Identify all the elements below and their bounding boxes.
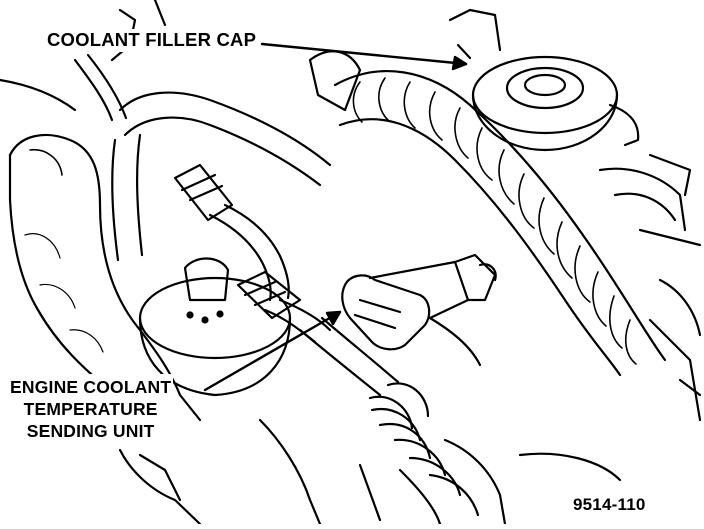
arrow-sending-unit bbox=[325, 310, 342, 326]
right-bracket bbox=[598, 153, 702, 422]
metal-tube bbox=[111, 91, 332, 262]
lower-tube bbox=[298, 316, 507, 526]
sending-unit-label: ENGINE COOLANT TEMPERATURE SENDING UNIT bbox=[8, 374, 174, 444]
filler-cap-drawing bbox=[448, 8, 640, 152]
sending-unit-label-line1: ENGINE COOLANT bbox=[10, 377, 172, 397]
arrow-filler-cap bbox=[451, 55, 468, 71]
leader-lines bbox=[203, 42, 468, 392]
figure-number: 9514-110 bbox=[571, 495, 648, 514]
corrugated-hose bbox=[308, 50, 667, 377]
wiring-connector bbox=[341, 253, 497, 367]
coolant-filler-cap-label: COOLANT FILLER CAP bbox=[44, 29, 260, 52]
thermostat-housing bbox=[138, 257, 292, 397]
sending-unit bbox=[236, 270, 332, 344]
lower-left-plate bbox=[118, 418, 622, 526]
sending-unit-label-line2: TEMPERATURE bbox=[23, 399, 158, 419]
leader-filler-cap bbox=[260, 42, 468, 66]
top-left-bracket bbox=[0, 0, 167, 122]
leader-sending-unit bbox=[203, 310, 342, 392]
sending-unit-label-line3: SENDING UNIT bbox=[26, 421, 155, 441]
